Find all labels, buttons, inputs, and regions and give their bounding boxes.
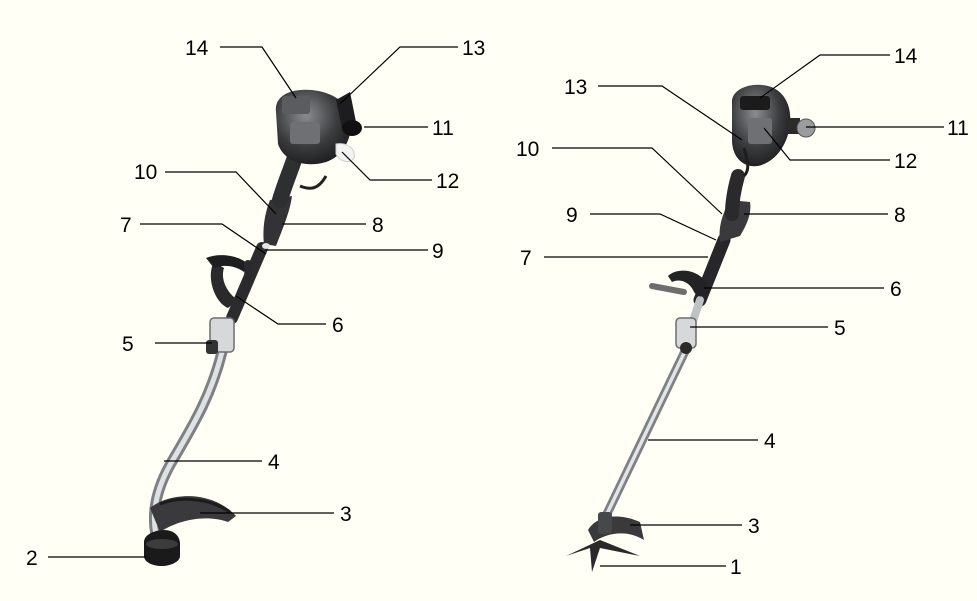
label-4: 4 <box>764 430 776 453</box>
label-13: 13 <box>462 37 485 60</box>
label-2: 2 <box>26 547 38 570</box>
label-12: 12 <box>436 170 459 193</box>
label-9: 9 <box>566 204 578 227</box>
label-8: 8 <box>894 204 906 227</box>
label-6: 6 <box>890 278 902 301</box>
label-4: 4 <box>268 451 280 474</box>
label-7: 7 <box>520 247 532 270</box>
label-14: 14 <box>894 45 918 68</box>
label-9: 9 <box>432 240 444 263</box>
left-loop-handle <box>211 262 238 308</box>
label-13: 13 <box>564 76 587 99</box>
label-5: 5 <box>834 317 846 340</box>
label-12: 12 <box>894 150 917 173</box>
label-10: 10 <box>516 138 539 161</box>
label-7: 7 <box>120 214 132 237</box>
left-fuel-tank <box>336 144 354 162</box>
label-10: 10 <box>134 161 157 184</box>
left-trimmer <box>144 90 362 566</box>
label-3: 3 <box>340 503 352 526</box>
label-3: 3 <box>748 515 760 538</box>
left-callouts <box>48 47 458 557</box>
right-trimmer <box>566 85 815 572</box>
label-8: 8 <box>372 214 384 237</box>
right-blade-guard <box>588 516 644 542</box>
label-5: 5 <box>122 333 134 356</box>
right-cutting-blade <box>566 540 640 572</box>
right-starter-knob <box>797 119 815 137</box>
label-1: 1 <box>730 556 742 579</box>
label-11: 11 <box>947 117 969 140</box>
label-11: 11 <box>432 117 454 140</box>
label-14: 14 <box>185 37 209 60</box>
label-6: 6 <box>332 314 344 337</box>
